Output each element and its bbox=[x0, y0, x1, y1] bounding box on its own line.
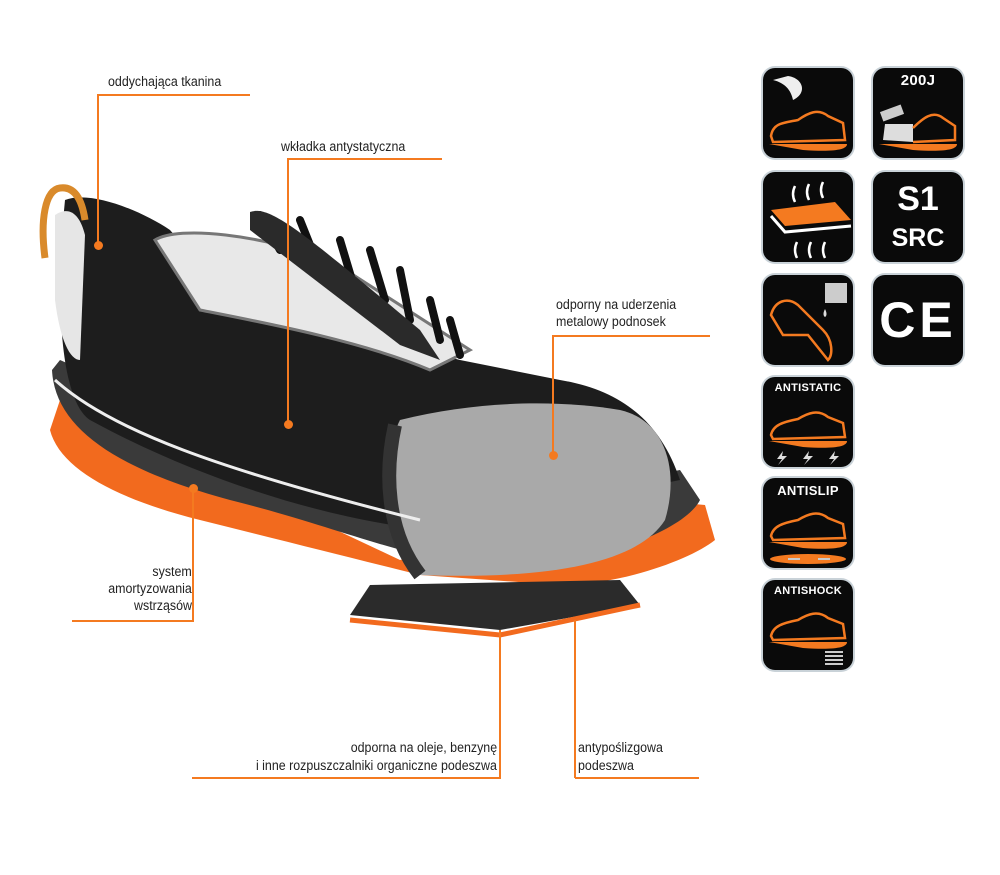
standard-src: SRC bbox=[891, 224, 945, 252]
s1-src-badge: S1 SRC bbox=[873, 172, 963, 262]
callout-line bbox=[575, 777, 699, 779]
callout-line bbox=[192, 488, 194, 622]
antistatic-label: ANTISTATIC bbox=[774, 382, 842, 394]
label-antistatic-insole: wkładka antystatyczna bbox=[281, 139, 406, 154]
label-shock-line2: amortyzowania bbox=[108, 581, 192, 596]
callout-dot bbox=[189, 484, 198, 493]
label-shock-line1: system bbox=[152, 564, 192, 579]
label-toecap-line1: odporny na uderzenia bbox=[556, 297, 677, 312]
label-shock-line3: wstrząsów bbox=[134, 598, 192, 613]
water-resistant-icon bbox=[763, 275, 853, 365]
callout-line bbox=[97, 94, 99, 245]
sole-cutaway bbox=[350, 580, 640, 630]
antislip-label: ANTISLIP bbox=[777, 483, 839, 498]
callout-line bbox=[72, 620, 194, 622]
antishock-icon: ANTISHOCK bbox=[763, 580, 853, 670]
label-antislip-line2: podeszwa bbox=[578, 758, 634, 773]
metal-toecap bbox=[386, 403, 671, 576]
callout-line bbox=[287, 158, 289, 424]
heel-loop bbox=[39, 184, 89, 259]
collar-tab bbox=[250, 210, 440, 360]
antistatic-icon: ANTISTATIC bbox=[763, 377, 853, 467]
callout-line bbox=[192, 777, 501, 779]
callout-dot bbox=[284, 420, 293, 429]
antislip-icon: ANTISLIP bbox=[763, 478, 853, 568]
callout-line bbox=[574, 620, 576, 778]
callout-dot bbox=[549, 451, 558, 460]
ce-label: CE bbox=[879, 292, 957, 348]
standard-s1: S1 bbox=[897, 180, 939, 218]
label-sole-line1: odporna na oleje, benzynę bbox=[350, 740, 497, 755]
label-toecap-line2: metalowy podnosek bbox=[556, 314, 666, 329]
toecap-band bbox=[382, 423, 426, 580]
label-breathable-fabric: oddychająca tkanina bbox=[108, 74, 222, 89]
callout-line bbox=[288, 158, 442, 160]
impact-200j-icon: 200J bbox=[873, 68, 963, 158]
breathable-icon bbox=[763, 172, 853, 262]
lightweight-icon bbox=[763, 68, 853, 158]
callout-line bbox=[499, 630, 501, 779]
callout-dot bbox=[94, 241, 103, 250]
callout-line bbox=[553, 335, 710, 337]
antishock-label: ANTISHOCK bbox=[773, 585, 843, 597]
label-antislip-line1: antypoślizgowa bbox=[578, 740, 663, 755]
white-stripe bbox=[53, 378, 421, 522]
callout-line bbox=[552, 335, 554, 455]
impact-label: 200J bbox=[900, 72, 936, 89]
safety-shoe-image bbox=[39, 184, 715, 638]
callout-line bbox=[97, 94, 250, 96]
ce-mark: CE bbox=[873, 275, 963, 365]
label-sole-line2: i inne rozpuszczalniki organiczne podesz… bbox=[256, 758, 497, 773]
heel-lining bbox=[55, 211, 85, 360]
